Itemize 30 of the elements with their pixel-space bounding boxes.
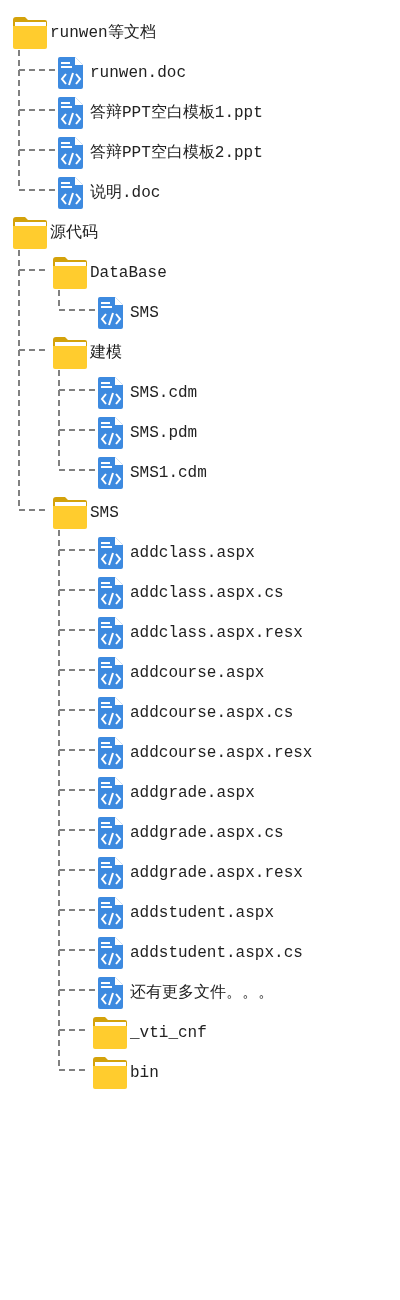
file-name: 答辩PPT空白模板2.ppt bbox=[90, 143, 263, 163]
file-name: runwen.doc bbox=[90, 63, 186, 83]
tree-connector bbox=[58, 369, 96, 471]
file-name: 建模 bbox=[90, 343, 122, 363]
file-name: 源代码 bbox=[50, 223, 98, 243]
file-name: addgrade.aspx bbox=[130, 783, 255, 803]
file-name: addcourse.aspx.cs bbox=[130, 703, 294, 723]
file-name: SMS bbox=[130, 303, 159, 323]
file-name: DataBase bbox=[90, 263, 167, 283]
file-name: _vti_cnf bbox=[130, 1023, 207, 1043]
file-name: addclass.aspx.cs bbox=[130, 583, 284, 603]
file-name: 答辩PPT空白模板1.ppt bbox=[90, 103, 263, 123]
file-name: 说明.doc bbox=[90, 183, 161, 203]
file-name: addclass.aspx.resx bbox=[130, 623, 303, 643]
file-name: 还有更多文件。。。 bbox=[130, 983, 274, 1003]
file-name: SMS1.cdm bbox=[130, 463, 207, 483]
file-name: addstudent.aspx.cs bbox=[130, 943, 303, 963]
tree-connector bbox=[18, 49, 56, 191]
file-name: addclass.aspx bbox=[130, 543, 255, 563]
file-name: SMS.pdm bbox=[130, 423, 198, 443]
file-name: SMS.cdm bbox=[130, 383, 198, 403]
file-name: addcourse.aspx.resx bbox=[130, 743, 313, 763]
file-name: addcourse.aspx bbox=[130, 663, 265, 683]
file-name: SMS bbox=[90, 503, 119, 523]
file-name: bin bbox=[130, 1063, 159, 1083]
file-name: addstudent.aspx bbox=[130, 903, 275, 923]
file-name: addgrade.aspx.resx bbox=[130, 863, 303, 883]
file-name: runwen等文档 bbox=[50, 23, 156, 43]
file-name: addgrade.aspx.cs bbox=[130, 823, 284, 843]
tree-connector bbox=[58, 289, 96, 311]
